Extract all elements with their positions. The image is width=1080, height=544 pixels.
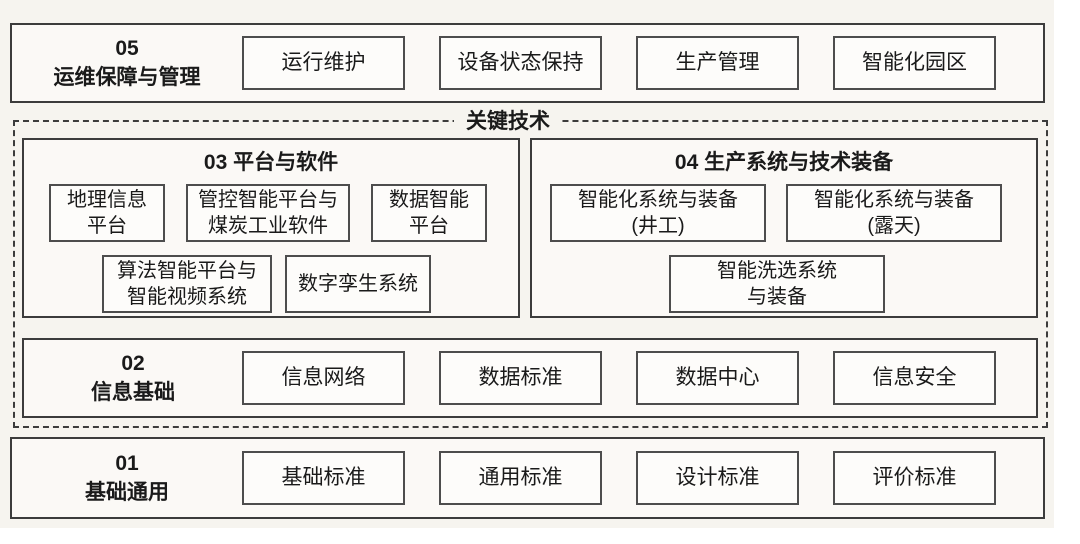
box-smart-washing-systems: 智能洗选系统 与装备 (669, 255, 885, 314)
layer-02-title: 02 信息基础 (91, 351, 175, 404)
layer-01-items: 基础标准 通用标准 设计标准 评价标准 (242, 451, 1043, 505)
box-smart-park: 智能化园区 (833, 36, 996, 90)
layer-05-items: 运行维护 设备状态保持 生产管理 智能化园区 (242, 36, 1043, 90)
box-gis-platform: 地理信息 平台 (49, 184, 165, 243)
box-general-standard: 通用标准 (439, 451, 602, 505)
box-equipment-status-keeping: 设备状态保持 (439, 36, 602, 90)
group-04-row-1: 智能化系统与装备 (井工) 智能化系统与装备 (露天) (550, 184, 1036, 243)
box-control-platform-coal-software: 管控智能平台与 煤炭工业软件 (186, 184, 350, 243)
box-data-center: 数据中心 (636, 351, 799, 405)
group-03-frame: 03 平台与软件 地理信息 平台 管控智能平台与 煤炭工业软件 数据智能 平台 … (22, 138, 520, 318)
group-03-row-2: 算法智能平台与 智能视频系统 数字孪生系统 (102, 255, 518, 314)
box-information-network: 信息网络 (242, 351, 405, 405)
box-production-management: 生产管理 (636, 36, 799, 90)
box-data-standard: 数据标准 (439, 351, 602, 405)
group-03-title: 03 平台与软件 (203, 151, 339, 174)
group-04-frame: 04 生产系统与技术装备 智能化系统与装备 (井工) 智能化系统与装备 (露天)… (530, 138, 1038, 318)
group-04-row-2: 智能洗选系统 与装备 (669, 255, 1036, 314)
box-smart-systems-opencast: 智能化系统与装备 (露天) (786, 184, 1002, 243)
box-information-security: 信息安全 (833, 351, 996, 405)
box-smart-systems-underground: 智能化系统与装备 (井工) (550, 184, 766, 243)
layer-01-frame: 01 基础通用 基础标准 通用标准 设计标准 评价标准 (10, 437, 1045, 519)
layer-01-title: 01 基础通用 (85, 451, 169, 504)
layer-02-frame: 02 信息基础 信息网络 数据标准 数据中心 信息安全 (22, 338, 1038, 418)
box-data-intelligence-platform: 数据智能 平台 (371, 184, 487, 243)
layer-02-items: 信息网络 数据标准 数据中心 信息安全 (242, 351, 1036, 405)
box-digital-twin-system: 数字孪生系统 (285, 255, 431, 314)
box-design-standard: 设计标准 (636, 451, 799, 505)
group-04-title: 04 生产系统与技术装备 (674, 151, 894, 174)
box-evaluation-standard: 评价标准 (833, 451, 996, 505)
group-03-row-1: 地理信息 平台 管控智能平台与 煤炭工业软件 数据智能 平台 (49, 184, 518, 243)
box-algorithm-video-platform: 算法智能平台与 智能视频系统 (102, 255, 272, 314)
key-technology-label: 关键技术 (454, 105, 562, 135)
box-operation-maintenance: 运行维护 (242, 36, 405, 90)
layer-05-frame: 05 运维保障与管理 运行维护 设备状态保持 生产管理 智能化园区 (10, 23, 1045, 103)
layer-05-title: 05 运维保障与管理 (53, 36, 201, 89)
box-basic-standard: 基础标准 (242, 451, 405, 505)
